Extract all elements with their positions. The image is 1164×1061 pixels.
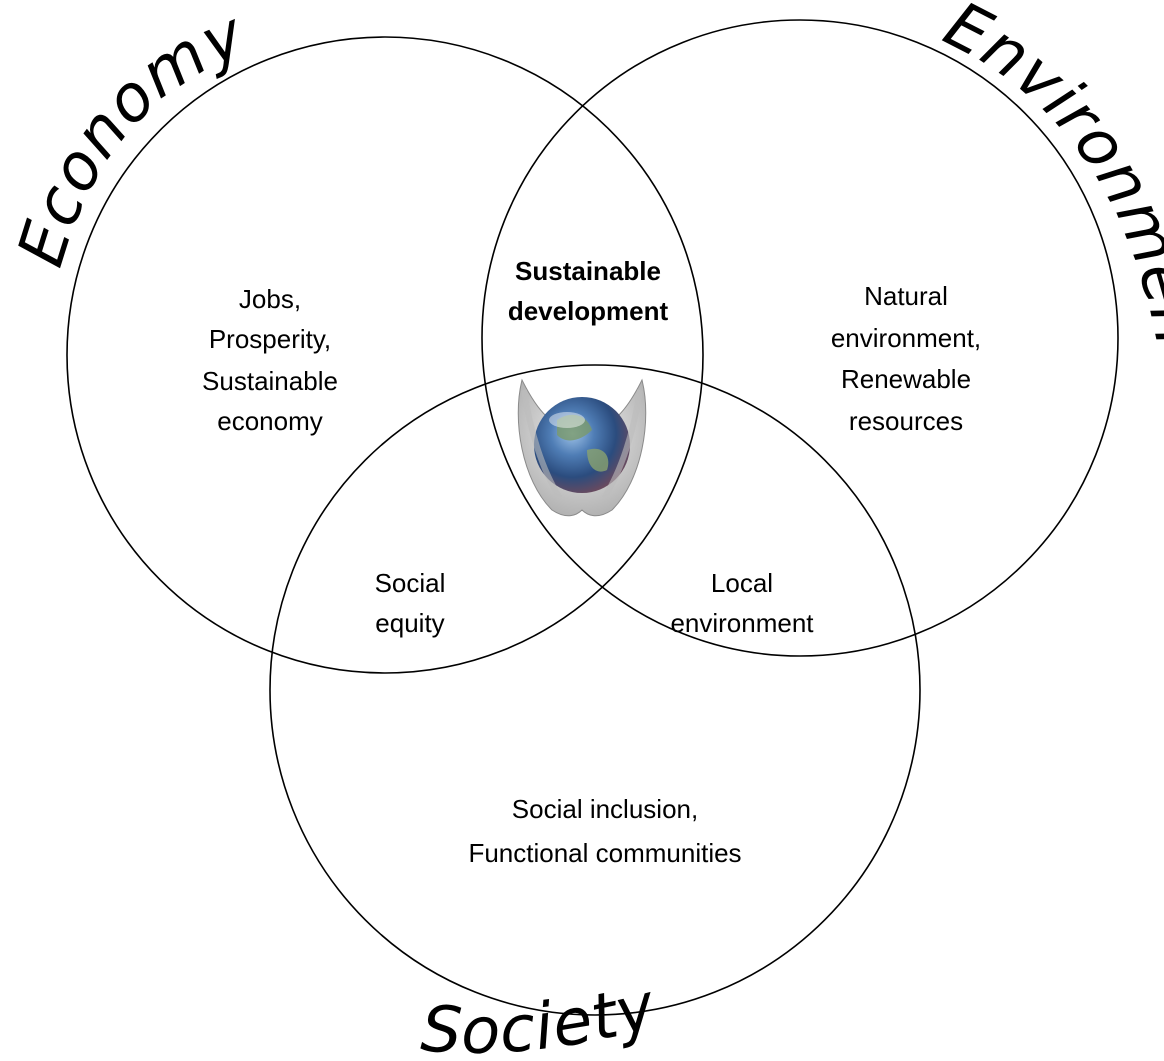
economy-line-4: economy xyxy=(217,406,323,436)
economy-line-3: Sustainable xyxy=(202,366,338,396)
local-environment-line-1: Local xyxy=(711,568,773,598)
social-equity-text: Social equity xyxy=(375,568,446,638)
center-line-1: Sustainable xyxy=(515,256,661,286)
economy-region-text: Jobs, Prosperity, Sustainable economy xyxy=(202,284,338,436)
environment-line-1: Natural xyxy=(864,281,948,311)
economy-circle xyxy=(66,36,704,674)
environment-line-3: Renewable xyxy=(841,364,971,394)
society-line-2: Functional communities xyxy=(468,838,741,868)
economy-line-1: Jobs, xyxy=(239,284,301,314)
hands-holding-earth-icon xyxy=(517,378,647,517)
social-equity-line-1: Social xyxy=(375,568,446,598)
society-region-text: Social inclusion, Functional communities xyxy=(468,794,741,868)
local-environment-text: Local environment xyxy=(670,568,814,638)
center-line-2: development xyxy=(508,296,669,326)
economy-label: Economy xyxy=(4,0,255,275)
environment-line-2: environment, xyxy=(831,323,981,353)
center-region-text: Sustainable development xyxy=(508,256,669,326)
environment-region-text: Natural environment, Renewable resources xyxy=(831,281,981,436)
local-environment-line-2: environment xyxy=(670,608,814,638)
economy-line-2: Prosperity, xyxy=(209,324,331,354)
society-circle xyxy=(269,364,921,1016)
society-line-1: Social inclusion, xyxy=(512,794,698,824)
environment-line-4: resources xyxy=(849,406,963,436)
environment-circle xyxy=(481,19,1119,657)
social-equity-line-2: equity xyxy=(375,608,444,638)
